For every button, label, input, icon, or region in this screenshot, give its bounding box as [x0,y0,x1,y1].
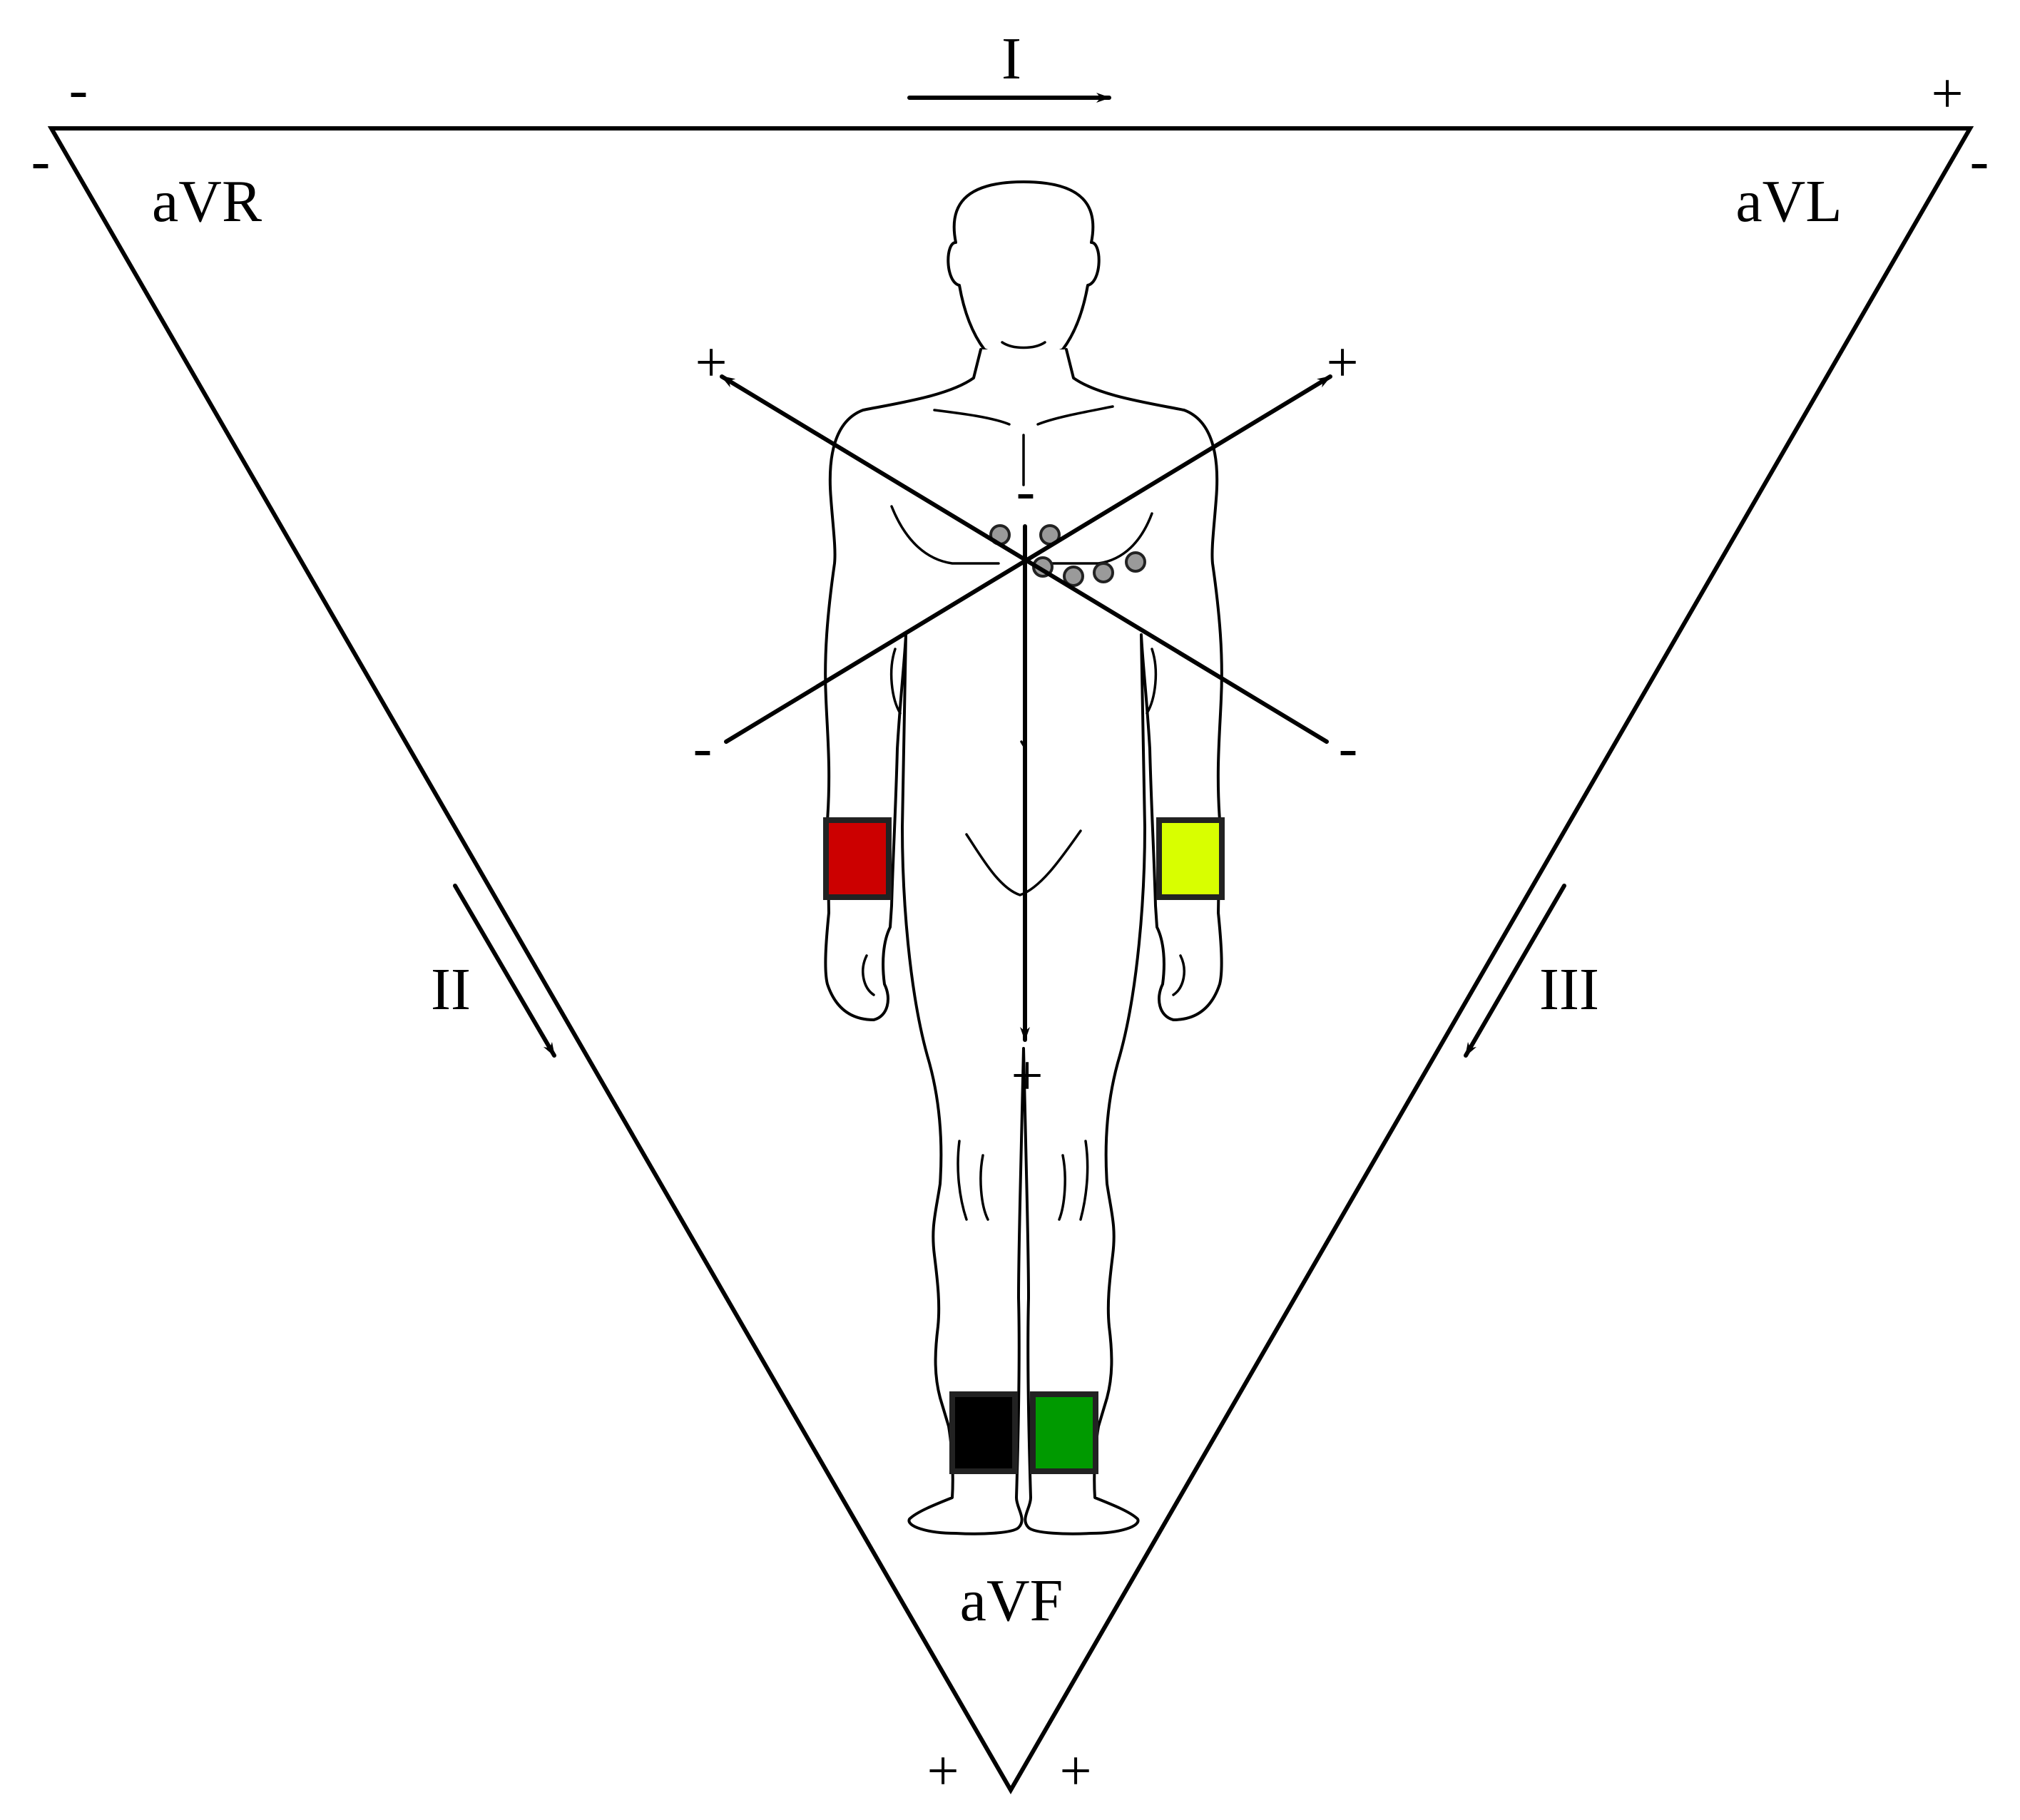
einthoven-triangle [47,126,1974,1795]
groin-line [965,829,1082,896]
sign-top-right-inner: - [1970,130,1989,193]
thumb-left [862,954,875,996]
sign-avl-minus: - [693,717,713,779]
limb-electrodes [823,817,1225,1474]
collarbone-right [1036,405,1114,426]
lead-avf-label: aVF [960,1568,1063,1634]
lead-ii-label: II [431,956,471,1023]
sign-avf-plus: + [1011,1045,1043,1108]
knee-right [1058,1140,1089,1221]
sign-avr-minus: - [1339,717,1358,779]
lead-avl-label: aVL [1735,168,1842,235]
lead-iii-label: III [1539,956,1599,1023]
knee-left [957,1140,989,1221]
sign-avl-plus: + [1326,332,1358,394]
electrode-left-leg [1030,1391,1098,1474]
electrode-right-leg [949,1391,1018,1474]
head [947,180,1101,357]
avl-axis [724,374,1332,744]
collarbone-left [933,409,1011,426]
sign-avr-plus: + [695,332,727,394]
inner-arm-right [1146,648,1158,715]
lead-ii-arrow [453,884,556,1058]
thumb-right [1172,954,1185,996]
lead-avr-label: aVR [152,168,262,235]
electrode-left-arm [1156,817,1225,900]
sign-top-left-inner: - [31,130,51,193]
sign-avf-minus: - [1016,460,1036,523]
lead-iii-arrow [1464,884,1566,1058]
chin-line [1001,341,1046,349]
chest-electrode-v5 [1093,562,1114,583]
pectoral-left [890,505,1000,565]
lead-i-label: I [1001,26,1021,92]
chest-electrode-v4 [1063,566,1084,587]
electrode-right-arm [823,817,892,900]
chest-electrode-v6 [1125,551,1146,573]
sign-bottom-left: + [927,1740,959,1803]
sign-top-left-outer: - [69,58,88,121]
inner-arm-left [889,648,902,715]
sign-top-right-outer: + [1931,63,1963,126]
sign-bottom-right: + [1059,1740,1091,1803]
